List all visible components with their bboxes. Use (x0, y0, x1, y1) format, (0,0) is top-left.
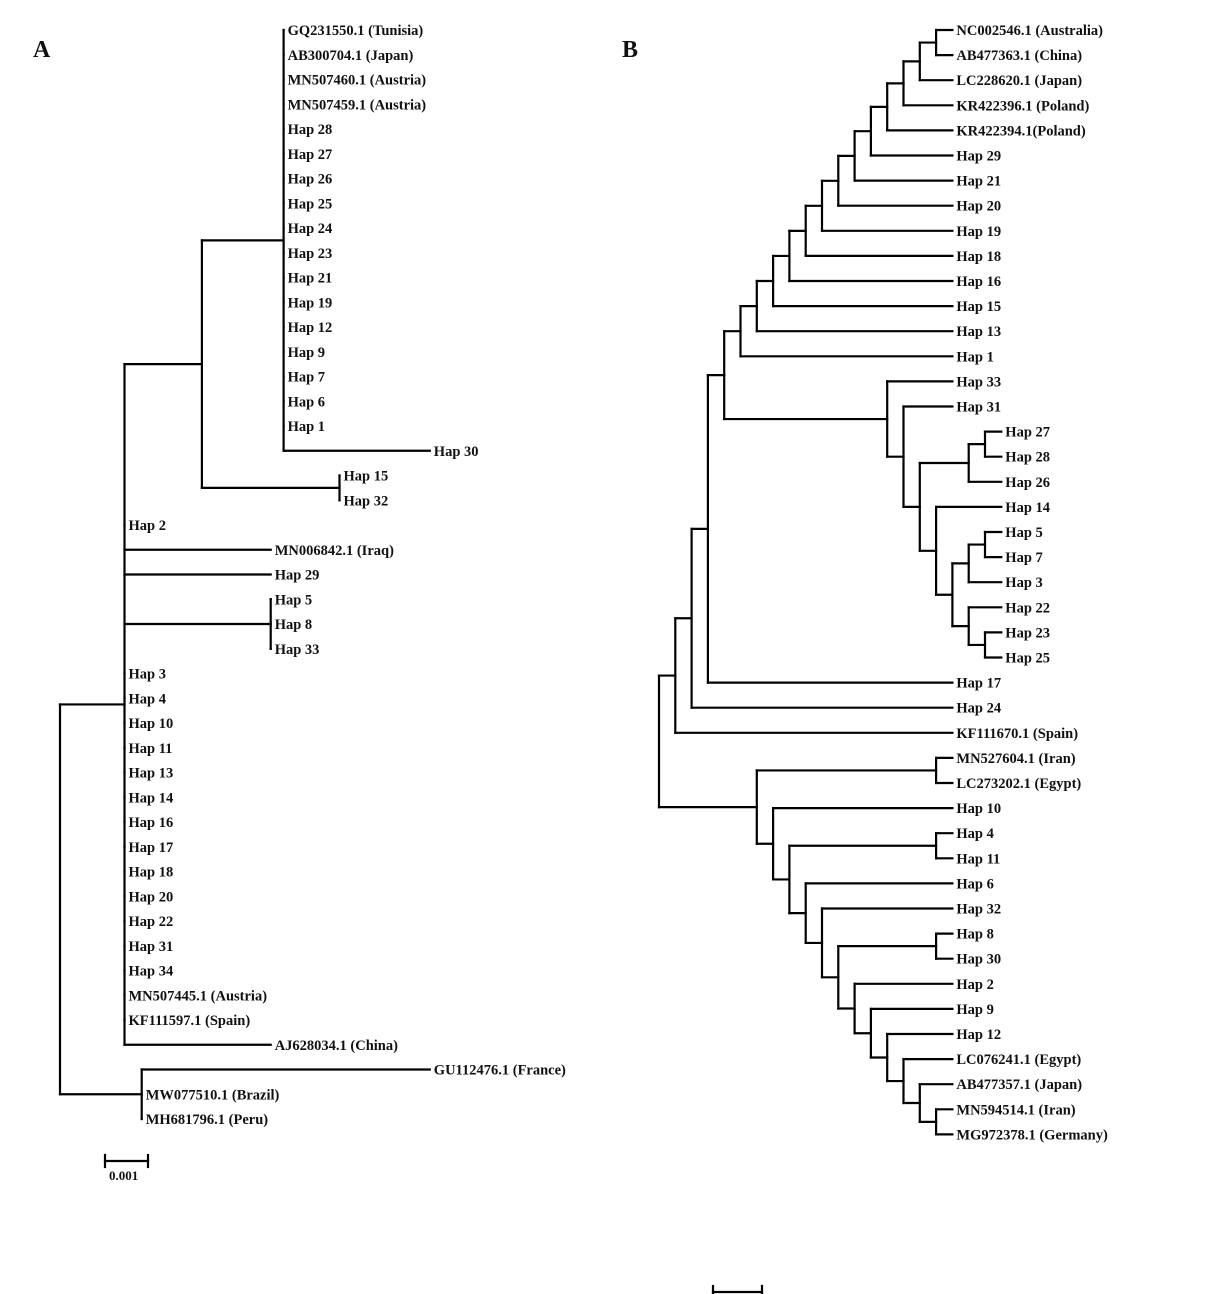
leaf-label-hap-30: Hap 30 (434, 444, 479, 460)
leaf-label-ab300704-1-japan: AB300704.1 (Japan) (288, 48, 414, 64)
leaf-label-hap-11: Hap 11 (956, 851, 1000, 867)
panel-b: B NC002546.1 (Australia) AB477363.1 (Chin… (622, 23, 1108, 1294)
leaf-label-hap-21: Hap 21 (956, 174, 1001, 190)
leaf-label-hap-5: Hap 5 (1005, 525, 1042, 541)
leaf-label-hap-1: Hap 1 (956, 349, 993, 365)
leaf-label-hap-24: Hap 24 (288, 221, 333, 237)
leaf-label-hap-8: Hap 8 (956, 927, 993, 943)
leaf-label-hap-12: Hap 12 (956, 1027, 1001, 1043)
leaf-label-mn527604-1-iran: MN527604.1 (Iran) (956, 751, 1075, 767)
leaf-label-hap-7: Hap 7 (288, 370, 325, 386)
leaf-label-hap-27: Hap 27 (288, 147, 333, 163)
leaf-label-hap-26: Hap 26 (288, 172, 333, 188)
leaf-label-hap-18: Hap 18 (129, 865, 174, 881)
leaf-label-ab477363-1-china: AB477363.1 (China) (956, 48, 1082, 64)
leaf-label-hap-10: Hap 10 (129, 716, 174, 732)
leaf-label-hap-3: Hap 3 (1005, 575, 1042, 591)
leaf-label-lc076241-1-egypt: LC076241.1 (Egypt) (956, 1052, 1081, 1068)
leaf-label-hap-23: Hap 23 (1005, 625, 1050, 641)
leaf-label-hap-19: Hap 19 (956, 224, 1001, 240)
leaf-label-kf111670-1-spain: KF111670.1 (Spain) (956, 726, 1078, 742)
leaf-label-hap-20: Hap 20 (956, 199, 1001, 215)
leaf-label-lc273202-1-egypt: LC273202.1 (Egypt) (956, 776, 1081, 792)
leaf-label-hap-31: Hap 31 (129, 939, 174, 955)
leaf-label-hap-12: Hap 12 (288, 320, 333, 336)
leaf-label-ab477357-1-japan: AB477357.1 (Japan) (956, 1077, 1082, 1093)
leaf-label-mw077510-1-brazil: MW077510.1 (Brazil) (146, 1087, 280, 1103)
leaf-label-lc228620-1-japan: LC228620.1 (Japan) (956, 73, 1082, 89)
leaf-label-hap-25: Hap 25 (1005, 651, 1050, 667)
leaf-label-hap-32: Hap 32 (344, 493, 389, 509)
leaf-label-hap-31: Hap 31 (956, 400, 1001, 416)
leaf-label-hap-29: Hap 29 (275, 568, 320, 584)
leaf-label-hap-14: Hap 14 (129, 790, 174, 806)
leaf-label-hap-9: Hap 9 (956, 1002, 993, 1018)
leaf-label-hap-13: Hap 13 (129, 766, 174, 782)
leaf-label-mn507460-1-austria: MN507460.1 (Austria) (288, 73, 427, 89)
leaf-label-hap-7: Hap 7 (1005, 550, 1042, 566)
leaf-label-hap-20: Hap 20 (129, 889, 174, 905)
scale-bar-b (711, 1284, 764, 1294)
leaf-label-hap-30: Hap 30 (956, 952, 1001, 968)
tree-b: NC002546.1 (Australia) AB477363.1 (China)… (657, 23, 1108, 1143)
leaf-label-hap-25: Hap 25 (288, 196, 333, 212)
leaf-label-hap-33: Hap 33 (956, 374, 1001, 390)
leaf-label-hap-15: Hap 15 (344, 469, 389, 485)
leaf-label-hap-27: Hap 27 (1005, 425, 1050, 441)
leaf-label-hap-9: Hap 9 (288, 345, 325, 361)
leaf-label-hap-26: Hap 26 (1005, 475, 1050, 491)
leaf-label-hap-17: Hap 17 (129, 840, 174, 856)
leaf-label-hap-34: Hap 34 (129, 964, 174, 980)
leaf-label-hap-16: Hap 16 (956, 274, 1001, 290)
leaf-label-hap-13: Hap 13 (956, 324, 1001, 340)
panel-b-label: B (622, 37, 638, 63)
leaf-label-mn594514-1-iran: MN594514.1 (Iran) (956, 1102, 1075, 1118)
leaf-label-hap-15: Hap 15 (956, 299, 1001, 315)
leaf-label-hap-17: Hap 17 (956, 676, 1001, 692)
leaf-label-hap-32: Hap 32 (956, 902, 1001, 918)
panel-a: A GQ231550.1 (Tunisia) AB300704.1 (Japan)… (33, 23, 566, 1183)
leaf-label-hap-19: Hap 19 (288, 295, 333, 311)
leaf-label-hap-28: Hap 28 (288, 122, 333, 138)
leaf-label-kf111597-1-spain: KF111597.1 (Spain) (129, 1013, 251, 1029)
leaf-label-hap-18: Hap 18 (956, 249, 1001, 265)
leaf-label-hap-6: Hap 6 (956, 876, 993, 892)
leaf-label-hap-4: Hap 4 (129, 691, 166, 707)
leaf-label-gq231550-1-tunisia: GQ231550.1 (Tunisia) (288, 23, 424, 39)
leaf-label-hap-6: Hap 6 (288, 394, 325, 410)
leaf-label-hap-2: Hap 2 (129, 518, 166, 534)
leaf-label-hap-28: Hap 28 (1005, 450, 1050, 466)
leaf-label-hap-29: Hap 29 (956, 149, 1001, 165)
panel-a-label: A (33, 37, 51, 63)
tree-a: GQ231550.1 (Tunisia) AB300704.1 (Japan) MN… (58, 23, 566, 1128)
leaf-label-mg972378-1-germany: MG972378.1 (Germany) (956, 1127, 1108, 1143)
leaf-label-hap-33: Hap 33 (275, 642, 320, 658)
leaf-label-aj628034-1-china: AJ628034.1 (China) (275, 1038, 398, 1054)
leaf-label-hap-11: Hap 11 (129, 741, 173, 757)
leaf-label-mn507445-1-austria: MN507445.1 (Austria) (129, 988, 268, 1004)
leaf-label-mn507459-1-austria: MN507459.1 (Austria) (288, 97, 427, 113)
leaf-label-hap-4: Hap 4 (956, 826, 993, 842)
leaf-label-hap-5: Hap 5 (275, 592, 312, 608)
leaf-label-kr422394-1-poland: KR422394.1(Poland) (956, 123, 1085, 139)
leaf-label-hap-10: Hap 10 (956, 801, 1001, 817)
leaf-label-hap-22: Hap 22 (129, 914, 174, 930)
leaf-label-kr422396-1-poland: KR422396.1 (Poland) (956, 98, 1089, 114)
leaf-label-mn006842-1-iraq: MN006842.1 (Iraq) (275, 543, 394, 559)
leaf-label-hap-8: Hap 8 (275, 617, 312, 633)
leaf-label-hap-21: Hap 21 (288, 271, 333, 287)
leaf-label-hap-22: Hap 22 (1005, 600, 1050, 616)
leaf-label-nc002546-1-australia: NC002546.1 (Australia) (956, 23, 1103, 39)
leaf-label-hap-23: Hap 23 (288, 246, 333, 262)
leaf-label-hap-3: Hap 3 (129, 667, 166, 683)
scale-bar-a: 0.001 (103, 1153, 150, 1183)
leaf-label-hap-16: Hap 16 (129, 815, 174, 831)
scale-bar-a-label: 0.001 (109, 1168, 138, 1183)
leaf-label-hap-14: Hap 14 (1005, 500, 1050, 516)
leaf-label-mh681796-1-peru: MH681796.1 (Peru) (146, 1112, 269, 1128)
leaf-label-gu112476-1-france: GU112476.1 (France) (434, 1063, 566, 1079)
leaf-label-hap-2: Hap 2 (956, 977, 993, 993)
leaf-label-hap-1: Hap 1 (288, 419, 325, 435)
leaf-label-hap-24: Hap 24 (956, 701, 1001, 717)
